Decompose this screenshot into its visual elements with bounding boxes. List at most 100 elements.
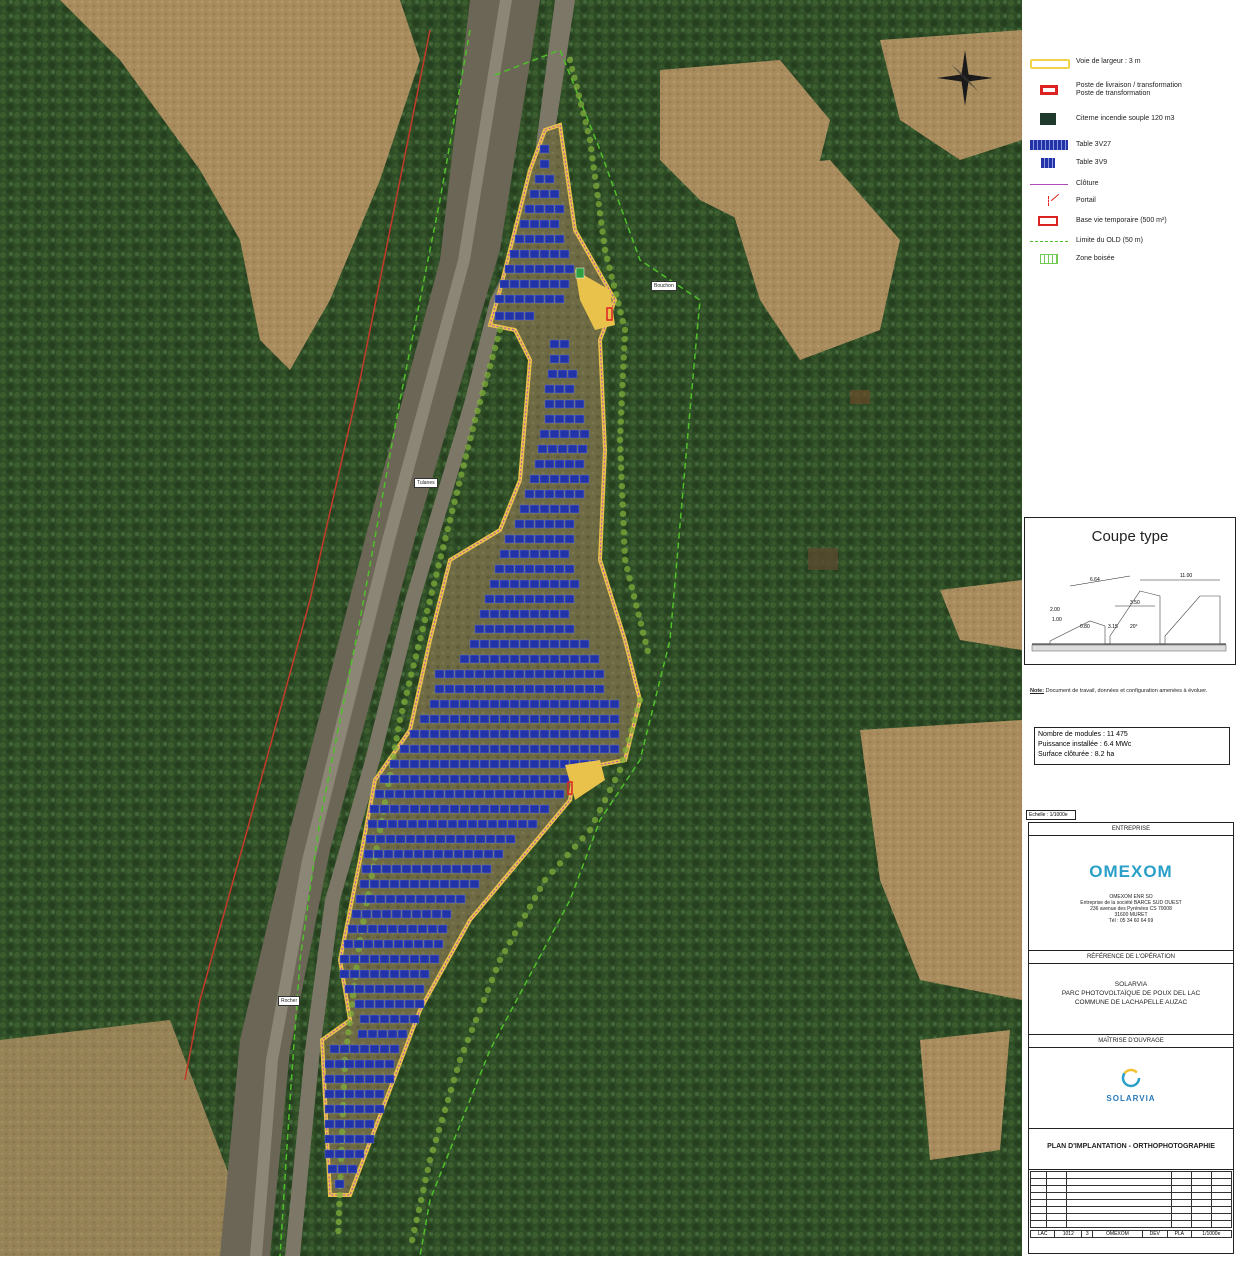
panel-table [413, 939, 424, 949]
hedge-tree [488, 976, 496, 984]
panel-table [539, 474, 550, 484]
hedge-tree [633, 706, 641, 714]
legend-item-base-vie: Base vie temporaire (500 m²) [1030, 214, 1167, 228]
panel-table [489, 744, 500, 754]
panel-table [544, 534, 555, 544]
panel-table [464, 789, 475, 799]
solar-panel-tables[interactable] [324, 144, 620, 1189]
panel-table [384, 999, 395, 1009]
coupe-dim-5: 3.15 [1108, 624, 1118, 630]
panel-table [539, 744, 550, 754]
panel-table [429, 729, 440, 739]
hedge-tree [593, 182, 600, 190]
panel-table [359, 1044, 370, 1054]
hedge-tree [426, 598, 433, 606]
panel-table [514, 294, 525, 304]
hedge-tree [419, 625, 426, 633]
hedge-tree [484, 986, 492, 994]
panel-table [529, 504, 540, 514]
panel-table [554, 594, 565, 604]
panel-table [359, 969, 370, 979]
panel-table [379, 969, 390, 979]
panel-table [447, 819, 458, 829]
panel-table [499, 579, 510, 589]
ref-cell-type: PLA [1166, 1230, 1192, 1238]
field-south-west [0, 1020, 260, 1256]
panel-table [599, 714, 610, 724]
panel-table [559, 759, 570, 769]
panel-table [469, 879, 480, 889]
hedge-tree [453, 1066, 461, 1074]
panel-table [589, 699, 600, 709]
panel-table [419, 774, 430, 784]
panel-table [529, 189, 540, 199]
panel-table [375, 894, 386, 904]
panel-table [364, 1104, 375, 1114]
panel-table [397, 924, 408, 934]
panel-table [394, 789, 405, 799]
hedge-tree [421, 616, 429, 624]
panel-table [354, 984, 365, 994]
hedge-tree [409, 1236, 416, 1244]
hedge-tree [432, 1136, 440, 1144]
panel-table [509, 759, 520, 769]
access-yard-north[interactable] [575, 270, 615, 330]
panel-table [524, 204, 535, 214]
orthophoto-map[interactable]: Bouchon Tulanes Rocher [0, 0, 1022, 1257]
panel-table [334, 1074, 345, 1084]
stats-surface: Surface clôturée : 8.2 ha [1038, 751, 1115, 758]
panel-table [344, 1089, 355, 1099]
panel-table [534, 489, 545, 499]
panel-table [344, 984, 355, 994]
panel-table [324, 1104, 335, 1114]
panel-table [524, 311, 535, 321]
hedge-tree [403, 689, 411, 696]
panel-table [381, 864, 392, 874]
water-tank-icon[interactable] [575, 267, 585, 279]
access-yard-south[interactable] [565, 760, 605, 800]
hedge-tree [494, 335, 501, 343]
note-prefix: Note: [1030, 688, 1045, 694]
panel-table [449, 729, 460, 739]
hedge-tree [408, 671, 415, 678]
coupe-dim-1: 6.64 [1090, 577, 1100, 583]
panel-table [369, 804, 380, 814]
panel-table [529, 774, 540, 784]
hedge-tree [573, 83, 580, 90]
panel-table [354, 1149, 365, 1159]
hedge-tree [618, 473, 625, 481]
panel-table [489, 654, 500, 664]
substation-icon[interactable] [606, 307, 613, 321]
panel-table [499, 549, 510, 559]
panel-table [534, 519, 545, 529]
panel-table [401, 864, 412, 874]
panel-table [364, 1119, 375, 1129]
panel-table [431, 909, 442, 919]
legend-item-citerne: Citerne incendie souple 120 m3 [1030, 112, 1174, 126]
hedge-tree [412, 653, 420, 660]
panel-table [547, 369, 558, 379]
panel-table [539, 504, 550, 514]
panel-table [509, 549, 520, 559]
panel-table [379, 879, 390, 889]
panel-table [499, 744, 510, 754]
panel-table [544, 594, 555, 604]
hedge-tree [619, 492, 626, 499]
panel-table [569, 729, 580, 739]
panel-table [479, 744, 490, 754]
hedge-tree [348, 1001, 356, 1008]
panel-table [379, 1014, 390, 1024]
hedge-tree [615, 300, 622, 307]
panel-table [364, 999, 375, 1009]
panel-table [367, 924, 378, 934]
panel-table [559, 654, 570, 664]
panel-table [514, 264, 525, 274]
substation-south-icon[interactable] [567, 781, 573, 795]
hedge-tree [376, 826, 384, 834]
hedge-tree [626, 574, 633, 582]
panel-table [549, 714, 560, 724]
panel-table [609, 699, 620, 709]
ref-cell-site: LAC [1029, 1230, 1056, 1238]
panel-table [504, 669, 515, 679]
solarvia-name: SOLARVIA [1106, 1094, 1156, 1103]
